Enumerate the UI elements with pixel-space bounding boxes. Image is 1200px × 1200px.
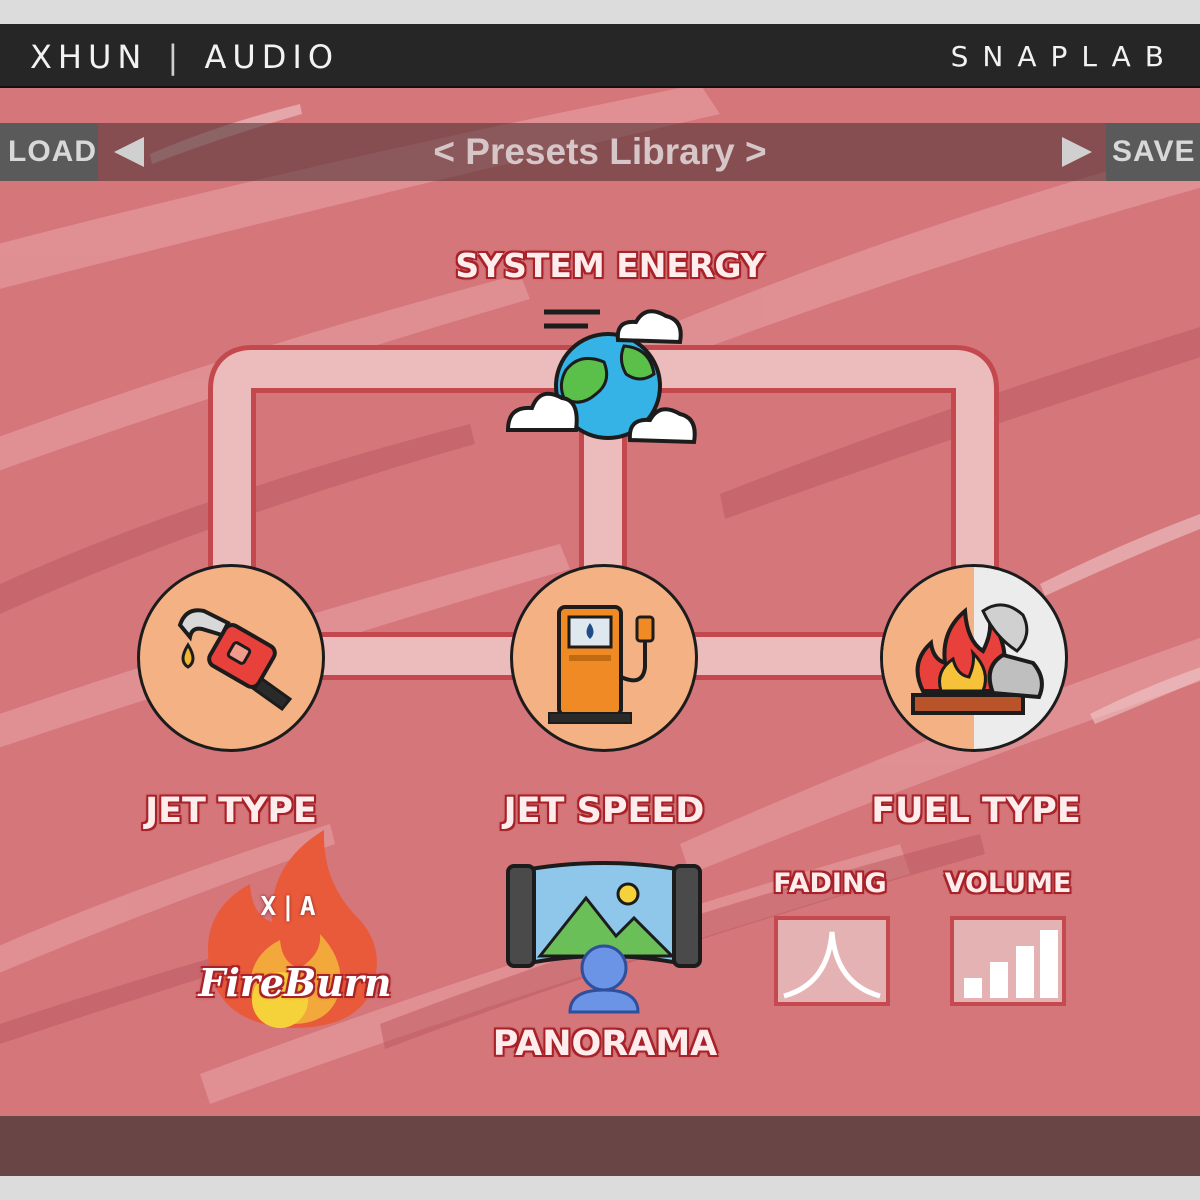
preset-bar: LOAD < Presets Library > SAVE — [0, 123, 1200, 181]
fading-control[interactable] — [774, 916, 890, 1006]
fuel-pump-icon — [548, 605, 655, 724]
jet-speed-label: JET SPEED — [503, 791, 705, 831]
brand-left: XHUN — [30, 38, 148, 76]
volume-control[interactable] — [950, 916, 1066, 1006]
fireburn-flame-logo-icon — [207, 830, 377, 1028]
save-button[interactable]: SAVE — [1106, 123, 1200, 181]
previous-preset-arrow-icon[interactable] — [114, 137, 144, 167]
volume-bars-icon — [964, 930, 1058, 998]
plugin-window: XHUN | AUDIO SNAPLAB LOAD < Presets Libr… — [0, 24, 1200, 1176]
panorama-listener-icon[interactable] — [504, 844, 704, 1014]
jet-type-label: JET TYPE — [145, 791, 317, 831]
fade-curve-icon — [783, 931, 881, 999]
system-energy-label: SYSTEM ENERGY — [455, 246, 765, 285]
panorama-label: PANORAMA — [492, 1024, 718, 1064]
earth-globe-clouds-icon[interactable] — [500, 290, 710, 460]
brand-logo: XHUN | AUDIO — [30, 38, 339, 76]
logo-small-text: X|A — [260, 892, 320, 922]
footer-bar — [0, 1116, 1200, 1176]
fuel-type-label: FUEL TYPE — [871, 791, 1081, 831]
preset-name[interactable]: < Presets Library > — [433, 131, 767, 172]
header-bar: XHUN | AUDIO SNAPLAB — [0, 24, 1200, 88]
brand-separator: | — [167, 38, 185, 76]
campfire-coal-icon — [883, 567, 1044, 749]
brand-right: AUDIO — [204, 38, 340, 76]
fading-label: FADING — [773, 868, 887, 899]
product-name: SNAPLAB — [950, 40, 1178, 73]
logo-name-text: FireBurn — [198, 960, 392, 1005]
jet-speed-knob[interactable] — [510, 564, 698, 752]
load-button[interactable]: LOAD — [0, 123, 98, 181]
next-preset-arrow-icon[interactable] — [1062, 137, 1092, 167]
jet-type-knob[interactable] — [137, 564, 325, 752]
fuel-nozzle-icon — [177, 608, 293, 712]
fuel-type-knob[interactable] — [880, 564, 1068, 752]
volume-label: VOLUME — [944, 868, 1072, 899]
